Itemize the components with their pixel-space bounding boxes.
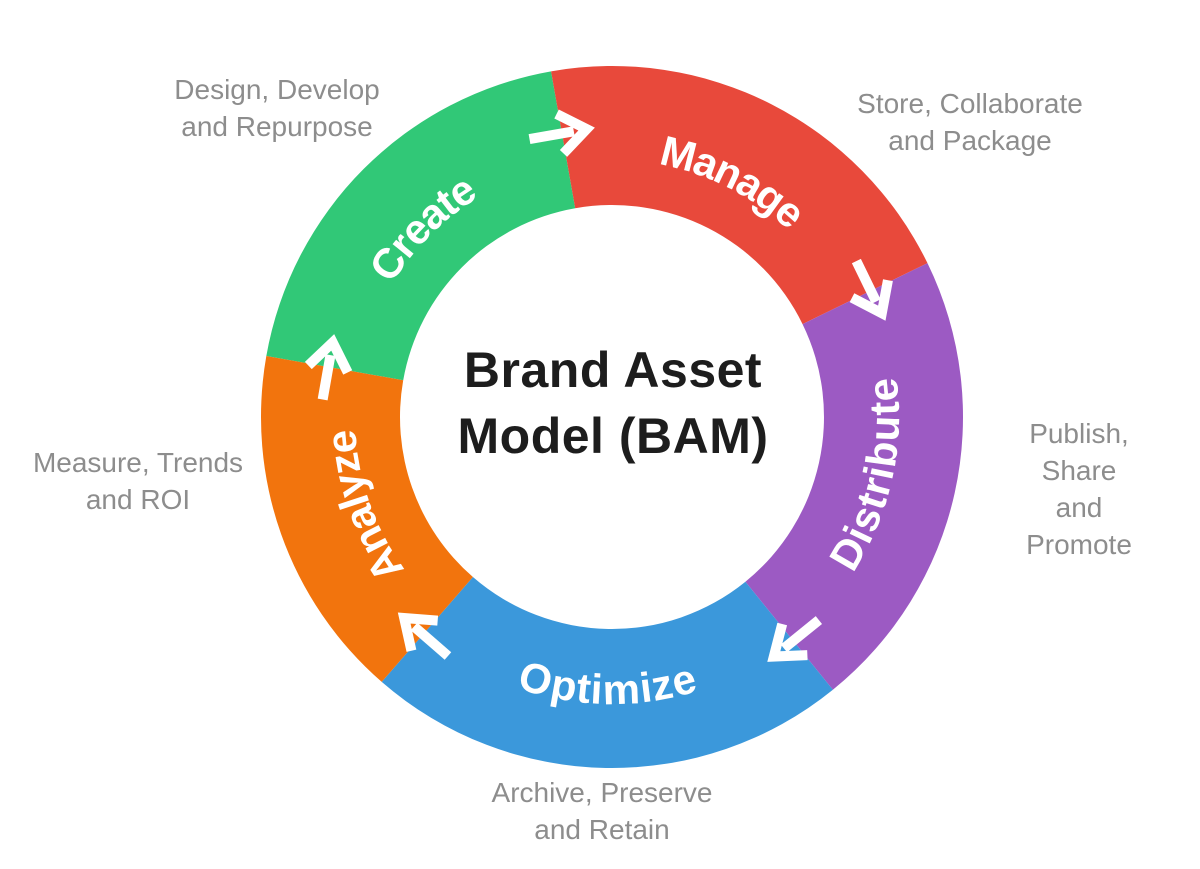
diagram-title-line2: Model (BAM)	[457, 408, 769, 464]
annotation-optimize: Archive, Preserve and Retain	[491, 777, 713, 845]
analyze-to-create-arrow-icon	[304, 334, 353, 401]
create-to-manage-arrow-icon	[528, 109, 595, 157]
segment-distribute	[745, 263, 964, 690]
annotation-manage: Store, Collaborate and Package	[857, 88, 1083, 156]
optimize-to-analyze-arrow-icon	[397, 612, 452, 660]
segment-analyze	[260, 356, 473, 682]
distribute-to-optimize-arrow-icon	[767, 616, 823, 662]
annotation-distribute: Publish, Share and Promote	[1026, 418, 1132, 560]
diagram-title: Brand Asset Model (BAM)	[458, 337, 769, 469]
segment-optimize	[381, 577, 833, 769]
manage-to-distribute-arrow-icon	[849, 258, 893, 321]
segment-create	[266, 71, 576, 381]
segment-manage	[551, 65, 928, 325]
annotation-create: Design, Develop and Repurpose	[174, 74, 380, 142]
annotation-analyze: Measure, Trends and ROI	[32, 447, 244, 515]
diagram-title-line1: Brand Asset	[463, 342, 763, 398]
